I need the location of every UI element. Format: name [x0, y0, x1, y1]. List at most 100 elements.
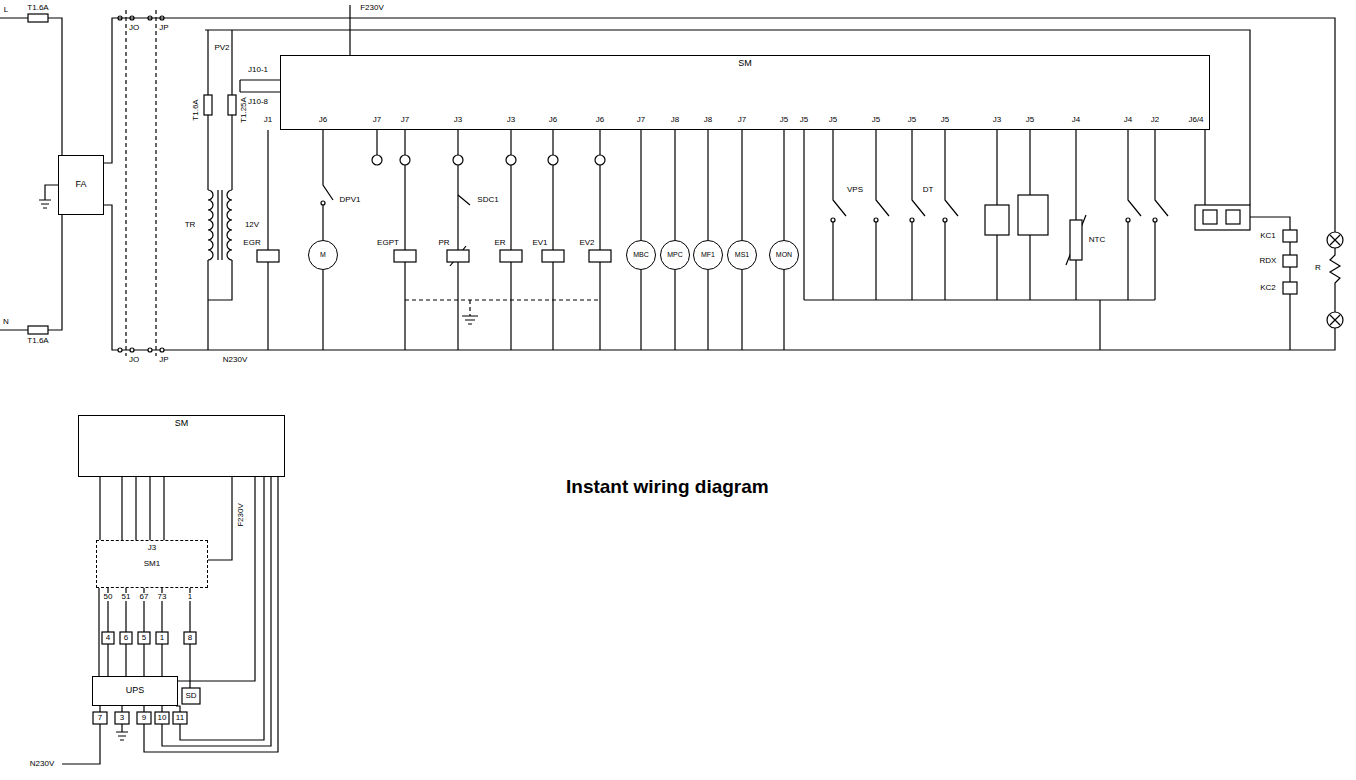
fuse-symbol [28, 326, 48, 334]
terminal-circle [595, 155, 605, 165]
coil-symbol [257, 230, 1297, 294]
pin-label: J4 [1123, 116, 1133, 124]
pin-label: J5 [828, 116, 838, 124]
fuse-symbol [28, 14, 48, 22]
transformer-symbol [208, 190, 232, 260]
diagram-title: Instant wiring diagram [566, 476, 769, 498]
wire [62, 477, 278, 764]
component-box [93, 712, 107, 724]
motor-symbol: MON [769, 240, 799, 270]
component-box [1018, 195, 1048, 235]
part-label: 6 [123, 634, 129, 642]
part-label: 3 [119, 714, 125, 722]
switch-contact [831, 218, 835, 222]
pin-label: J2 [1150, 116, 1160, 124]
pin-label: J7 [737, 116, 747, 124]
pin-label: J3 [506, 116, 516, 124]
part-label: F230V [237, 502, 245, 528]
part-label: DPV1 [339, 196, 362, 204]
wire [1205, 130, 1340, 350]
pin-label: J6 [318, 116, 328, 124]
ups-box: UPS [92, 676, 178, 706]
part-label: 10 [157, 714, 168, 722]
coil-symbol [542, 250, 564, 262]
component-box [102, 632, 114, 644]
switch-contact [1153, 218, 1157, 222]
component-box [138, 632, 150, 644]
part-label: VPS [846, 186, 864, 194]
fuse-symbol [204, 95, 212, 115]
wire [0, 5, 1340, 764]
transformer-symbol [227, 190, 232, 260]
pin-label: J5 [940, 116, 950, 124]
board-box: SM [78, 415, 285, 477]
wire [804, 130, 958, 300]
node-label: MS1 [735, 251, 749, 259]
transformer-symbol [208, 190, 213, 260]
part-label: 4 [105, 634, 111, 642]
pin-label: J5 [779, 116, 789, 124]
motor-symbol: MS1 [727, 240, 757, 270]
part-label: PR [437, 239, 450, 247]
node-label: MBC [633, 251, 649, 259]
node-label: MON [776, 251, 792, 259]
switch-contact [321, 201, 325, 205]
pin-label: J6 [595, 116, 605, 124]
part-label: EV1 [531, 239, 548, 247]
pin-label: J5 [799, 116, 809, 124]
motor-symbol: MBC [626, 240, 656, 270]
part-label: JP [158, 24, 169, 32]
part-label: SDC1 [476, 196, 499, 204]
node-label: SM1 [144, 560, 160, 569]
component-box [182, 688, 200, 704]
filter-box: FA [58, 155, 104, 215]
part-label: JO [128, 356, 140, 364]
coil-symbol [500, 250, 522, 262]
terminal-circle [453, 155, 463, 165]
wire [323, 130, 784, 350]
transformer-symbol [218, 190, 222, 260]
pin-label: J4 [1071, 116, 1081, 124]
switch-contact [910, 218, 914, 222]
switch-contact [148, 348, 152, 352]
component-box [120, 632, 132, 644]
part-label: KC2 [1259, 284, 1277, 292]
part-label: 9 [141, 714, 147, 722]
terminal-circle [372, 155, 382, 165]
part-label: JP [158, 356, 169, 364]
coil-symbol [394, 250, 416, 262]
part-label: 67 [139, 593, 150, 601]
motor-symbol: MF1 [693, 240, 723, 270]
part-label: R [1314, 264, 1322, 272]
part-label: 1 [159, 634, 165, 642]
part-label: 51 [121, 593, 132, 601]
wire [268, 130, 600, 350]
node-label: SM [738, 59, 752, 69]
component-box [184, 632, 196, 644]
wire-connector [99, 477, 100, 540]
coil-symbol [1283, 282, 1297, 294]
switch-contact [160, 348, 164, 352]
part-label: 1 [187, 593, 193, 601]
coil-symbol [447, 250, 469, 262]
switch-contact [1126, 218, 1130, 222]
fuse-symbol [28, 14, 236, 334]
part-label: N230V [29, 760, 55, 768]
wire-connector [98, 588, 99, 676]
part-label: 50 [103, 593, 114, 601]
component-box [155, 712, 169, 724]
node-label: M [320, 251, 326, 259]
pin-label: J5 [871, 116, 881, 124]
part-label: DT [922, 186, 935, 194]
ground-symbol [39, 185, 478, 740]
component-box [1195, 205, 1250, 230]
part-label: JO [128, 24, 140, 32]
pin-label: J1 [263, 116, 273, 124]
part-label: F230V [359, 4, 385, 12]
terminal-circle [506, 155, 516, 165]
part-label: SD [184, 692, 197, 700]
part-label: EGPT [376, 239, 400, 247]
part-label: TR [184, 221, 197, 229]
component-box [1226, 210, 1240, 224]
